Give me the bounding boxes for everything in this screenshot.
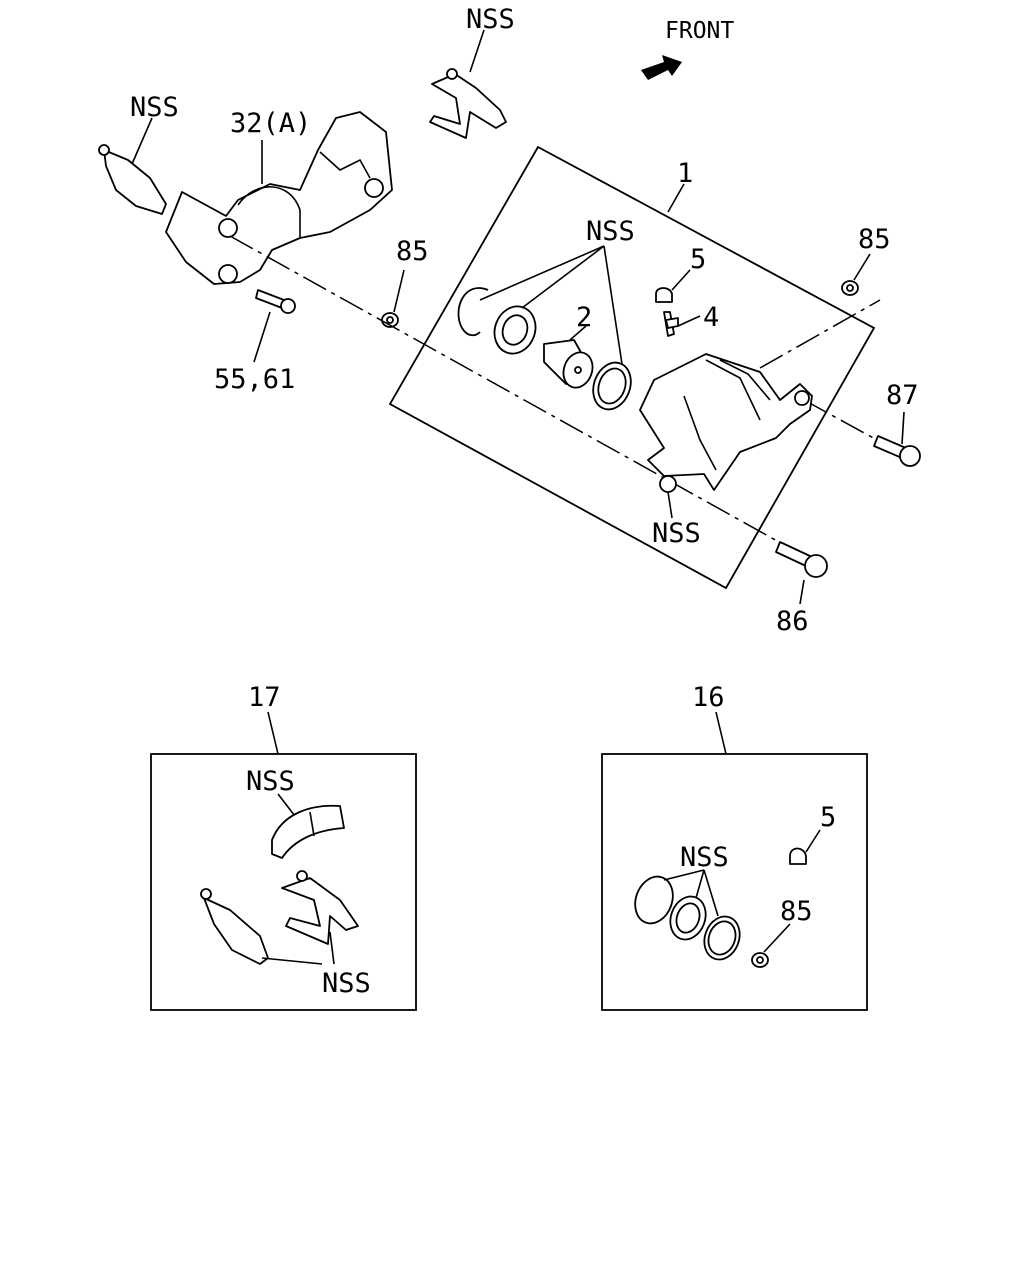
label-nss-seals: NSS — [586, 216, 635, 247]
label-caliper-assembly: 1 — [677, 158, 693, 189]
guide-pin-87: 87 — [873, 380, 921, 467]
bleeder-screw: 4 — [663, 302, 719, 337]
label-kit-16-cap-5: 5 — [820, 802, 836, 833]
label-cap-5: 5 — [690, 244, 706, 275]
label-kit-17: 17 — [248, 682, 281, 713]
caliper-bracket: 32(A) — [165, 108, 393, 285]
left-pad-clip: NSS — [98, 92, 179, 215]
label-kit-16-nss-seals: NSS — [680, 842, 729, 873]
washer-right: 85 — [841, 224, 891, 296]
axis-line-lower — [229, 235, 823, 567]
label-bolt-87: 87 — [886, 380, 919, 411]
front-direction-indicator: FRONT — [641, 18, 734, 80]
label-washer-85-right: 85 — [858, 224, 891, 255]
axis-line-pin — [803, 399, 889, 447]
label-bracket: 32(A) — [230, 108, 311, 139]
label-piston: 2 — [576, 302, 592, 333]
label-kit-16: 16 — [692, 682, 725, 713]
label-kit-17-nss-clips: NSS — [322, 968, 371, 999]
label-bleeder-4: 4 — [703, 302, 719, 333]
axis-line-upper — [759, 299, 881, 369]
front-arrow-icon — [641, 55, 682, 80]
label-kit-16-washer-85: 85 — [780, 896, 813, 927]
caliper-seals: NSS — [457, 216, 635, 411]
top-pad-clip: NSS — [429, 4, 515, 139]
bleeder-cap: 5 — [655, 244, 706, 303]
guide-pin-86: 86 — [775, 541, 828, 637]
label-bolt-86: 86 — [776, 606, 809, 637]
label-bolt-55-61: 55,61 — [214, 364, 295, 395]
label-nss-top-clip: NSS — [466, 4, 515, 35]
label-kit-17-nss-pad: NSS — [246, 766, 295, 797]
label-nss-left-clip: NSS — [130, 92, 179, 123]
label-nss-sleeve: NSS — [652, 518, 701, 549]
kit-17: 17 NSS NSS — [150, 682, 417, 1011]
caliper-body: NSS — [639, 353, 813, 549]
washer-left: 85 — [381, 236, 429, 328]
front-label: FRONT — [665, 18, 734, 44]
label-washer-85-left: 85 — [396, 236, 429, 267]
bracket-bolt: 55,61 — [214, 289, 296, 395]
piston: 2 — [543, 302, 594, 389]
kit-16: 16 5 NSS 85 — [601, 682, 868, 1011]
caliper-assembly-frame: 1 — [388, 145, 876, 590]
